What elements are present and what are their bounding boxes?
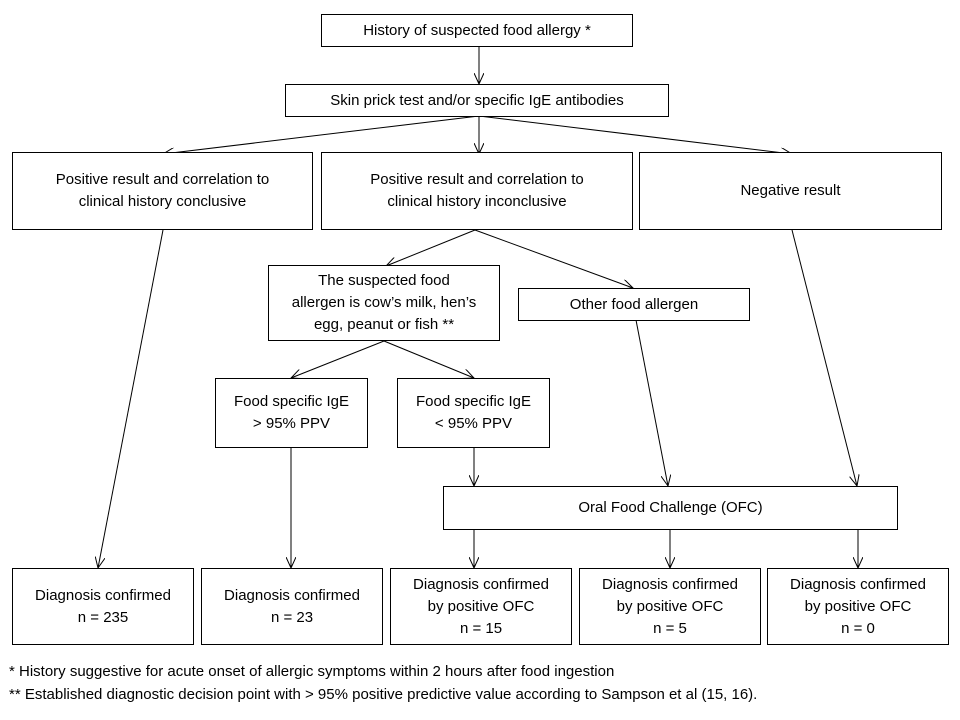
other-allergen-box: Other food allergen — [518, 288, 750, 321]
positive-inconclusive-box: Positive result and correlation to clini… — [321, 152, 633, 230]
history-box: History of suspected food allergy * — [321, 14, 633, 47]
skin-prick-label: Skin prick test and/or specific IgE anti… — [330, 91, 624, 109]
other-allergen-label: Other food allergen — [569, 295, 699, 313]
arrow-skin-prick-to-negative — [478, 115, 792, 154]
ige-above-95-box: Food specific IgE > 95% PPV — [215, 378, 368, 448]
result-0-box: Diagnosis confirmed by positive OFC n = … — [767, 568, 949, 645]
result-23-label: Diagnosis confirmed n = 23 — [224, 586, 360, 626]
arrow-suspected-to-ige-above — [291, 340, 385, 378]
oral-food-challenge-box: Oral Food Challenge (OFC) — [443, 486, 898, 530]
history-label: History of suspected food allergy * — [363, 21, 591, 39]
arrow-skin-prick-to-conclusive — [163, 115, 480, 154]
result-5-box: Diagnosis confirmed by positive OFC n = … — [579, 568, 761, 645]
positive-conclusive-label: Positive result and correlation to clini… — [55, 171, 270, 210]
negative-result-box: Negative result — [639, 152, 942, 230]
suspected-allergen-box: The suspected food allergen is cow’s mil… — [268, 265, 500, 341]
arrow-inconclusive-to-other — [474, 229, 633, 288]
oral-food-challenge-label: Oral Food Challenge (OFC) — [578, 499, 763, 516]
positive-conclusive-box: Positive result and correlation to clini… — [12, 152, 313, 230]
footnote-2: ** Established diagnostic decision point… — [9, 686, 758, 703]
result-23-box: Diagnosis confirmed n = 23 — [201, 568, 383, 645]
negative-result-label: Negative result — [740, 182, 841, 199]
result-15-label: Diagnosis confirmed by positive OFC n = … — [413, 575, 549, 637]
result-235-box: Diagnosis confirmed n = 235 — [12, 568, 194, 645]
ige-above-95-label: Food specific IgE > 95% PPV — [233, 393, 350, 432]
result-5-label: Diagnosis confirmed by positive OFC n = … — [602, 575, 738, 637]
suspected-allergen-label: The suspected food allergen is cow’s mil… — [291, 272, 477, 333]
skin-prick-box: Skin prick test and/or specific IgE anti… — [285, 84, 669, 117]
arrow-inconclusive-to-suspected — [386, 229, 476, 266]
ige-below-95-box: Food specific IgE < 95% PPV — [397, 378, 550, 448]
arrow-conclusive-to-result-235 — [98, 229, 164, 568]
arrow-suspected-to-ige-below — [383, 340, 474, 378]
result-15-box: Diagnosis confirmed by positive OFC n = … — [390, 568, 572, 645]
footnote-1: * History suggestive for acute onset of … — [9, 663, 615, 680]
arrow-negative-to-ofc — [791, 229, 857, 486]
positive-inconclusive-label: Positive result and correlation to clini… — [370, 171, 584, 210]
result-0-label: Diagnosis confirmed by positive OFC n = … — [790, 575, 926, 637]
ige-below-95-label: Food specific IgE < 95% PPV — [415, 393, 532, 432]
arrow-other-to-ofc — [635, 319, 668, 486]
result-235-label: Diagnosis confirmed n = 235 — [35, 586, 171, 626]
